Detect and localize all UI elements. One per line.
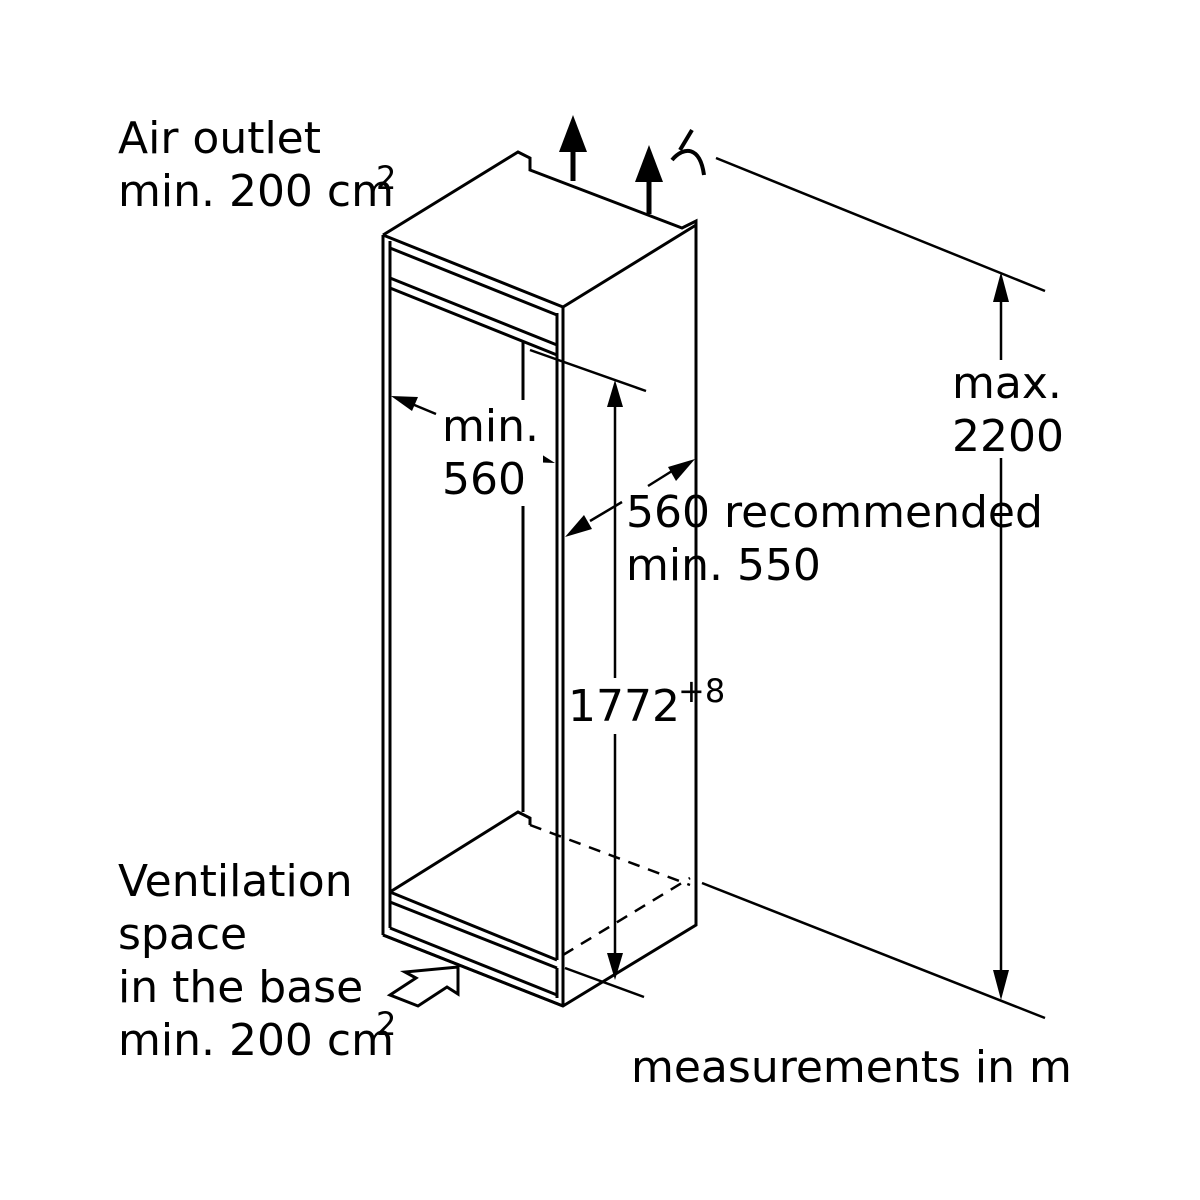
units-note: measurements in m bbox=[631, 1042, 1072, 1093]
air-outlet-label: Air outlet min. 200 cm bbox=[118, 113, 394, 217]
break-mark-icon bbox=[670, 128, 706, 176]
max-height-dimension bbox=[993, 272, 1009, 1000]
niche-height-tolerance: +8 bbox=[678, 672, 726, 710]
max-height-label: max. 2200 bbox=[952, 358, 1064, 462]
ventilation-superscript: 2 bbox=[376, 1005, 397, 1043]
niche-height-dimension bbox=[607, 380, 698, 980]
niche-depth-label: 560 recommended min. 550 bbox=[626, 487, 1043, 591]
niche-depth-dimension bbox=[565, 459, 695, 537]
air-outlet-arrows bbox=[559, 115, 663, 214]
extension-lines bbox=[529, 156, 1046, 1020]
niche-width-label: min. 560 bbox=[442, 400, 543, 506]
base-ventilation-arrow bbox=[386, 965, 460, 1008]
air-outlet-superscript: 2 bbox=[376, 159, 397, 197]
niche-height-value: 1772 bbox=[568, 681, 680, 732]
ventilation-label: Ventilation space in the base min. 200 c… bbox=[118, 856, 394, 1066]
